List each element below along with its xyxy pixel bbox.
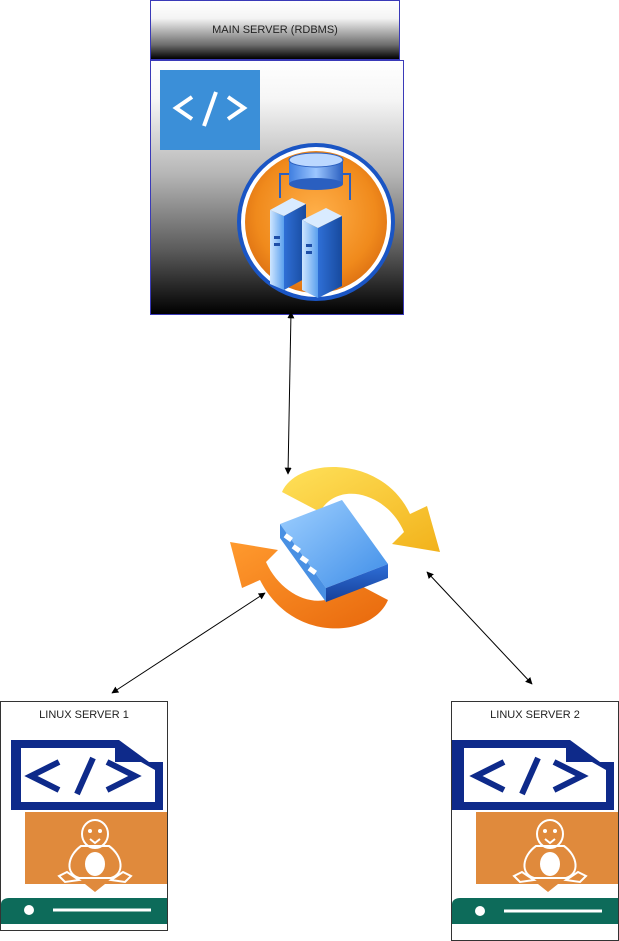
linux-server-2: LINUX SERVER 2 xyxy=(451,701,619,941)
linux-server-1-title: LINUX SERVER 1 xyxy=(39,709,129,721)
router-to-linux2-connector xyxy=(426,571,533,685)
main-server-title: MAIN SERVER (RDBMS) xyxy=(212,24,338,36)
linux-server-1-art xyxy=(1,740,167,924)
drive-icon xyxy=(452,898,618,924)
code-icon xyxy=(160,70,260,150)
database-server-icon xyxy=(237,143,395,301)
router-to-linux1-connector xyxy=(111,592,266,694)
linux-penguin-icon xyxy=(25,812,167,892)
linux-server-2-art xyxy=(452,740,618,924)
main-to-router-connector xyxy=(284,311,295,475)
linux-penguin-icon xyxy=(476,812,618,892)
linux-server-2-title: LINUX SERVER 2 xyxy=(490,709,580,721)
linux-server-1: LINUX SERVER 1 xyxy=(0,701,168,931)
router-sync-icon xyxy=(230,467,440,629)
main-server-header: MAIN SERVER (RDBMS) xyxy=(150,0,400,60)
code-file-icon xyxy=(452,740,614,810)
drive-icon xyxy=(1,898,167,924)
code-file-icon xyxy=(11,740,163,810)
